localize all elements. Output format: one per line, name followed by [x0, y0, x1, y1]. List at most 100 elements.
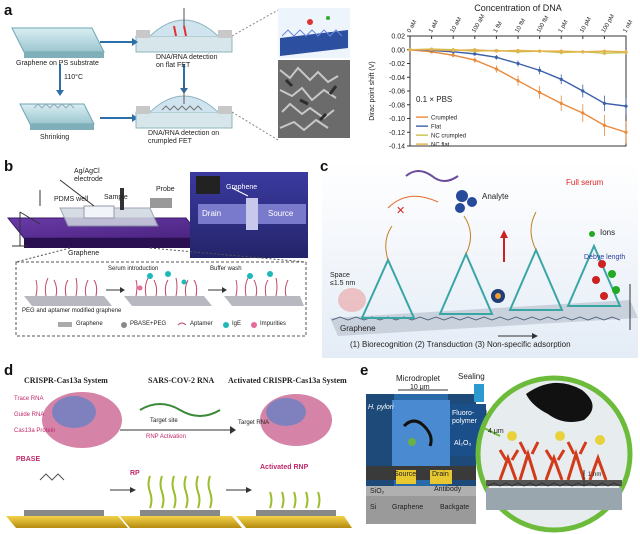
data-point — [451, 53, 455, 57]
buffer-wash-label: Buffer wash — [210, 266, 242, 272]
cas13a-label: Cas13a Protein — [14, 428, 56, 434]
x-tick-label: 1 aM — [428, 19, 440, 34]
data-point — [494, 49, 498, 53]
serum-intro-label: Serum introduction — [108, 266, 159, 272]
data-point — [538, 90, 542, 94]
panel-c-caption: (1) Biorecognition (2) Transduction (3) … — [350, 340, 571, 349]
data-point — [451, 48, 455, 53]
microdroplet-label: Microdroplet — [396, 374, 441, 383]
panel-e-label: e — [360, 362, 369, 379]
sample-label: Sample — [104, 194, 128, 201]
y-tick-label: -0.06 — [389, 89, 405, 96]
panel-d-scene — [6, 392, 352, 528]
sealing-label: Sealing — [458, 372, 485, 381]
shrinking-label: Shrinking — [40, 134, 70, 141]
y-tick-label: -0.02 — [389, 61, 405, 68]
si-label: Si — [370, 504, 377, 511]
data-point — [559, 101, 563, 105]
data-point — [494, 55, 498, 59]
rp-label: RP — [130, 470, 140, 477]
pbs-annotation: 0.1 × PBS — [416, 95, 452, 104]
shrunk-slide — [19, 103, 95, 130]
source-label: Source — [268, 209, 294, 218]
graphene-ps-caption: Graphene on PS substrate — [16, 60, 99, 67]
x-tick-label: 100 pM — [601, 14, 616, 34]
x-tick-label: 1 fM — [493, 21, 504, 34]
al2o3-label: Al₂O₃ — [454, 440, 472, 447]
source-e-label: Source — [394, 471, 417, 478]
crumpled-fet-device — [135, 84, 233, 129]
panel-c-label: c — [320, 158, 329, 175]
fluoro-label: Fluoro- polymer — [452, 410, 477, 425]
backgate-label: Backgate — [440, 504, 470, 511]
functionalized-surfaces — [24, 271, 304, 306]
data-point — [538, 68, 542, 72]
legend-label: NC crumpled — [431, 134, 466, 140]
graphene-e-label: Graphene — [392, 504, 424, 511]
temperature-label: 110°C — [64, 74, 84, 81]
data-point — [516, 48, 520, 53]
data-point — [624, 130, 628, 134]
flat-fet-device — [135, 8, 233, 53]
chart-title: Concentration of DNA — [474, 3, 562, 13]
legend-label: Flat — [431, 125, 441, 131]
x-tick-label: 0 aM — [407, 19, 419, 34]
y-tick-label: -0.04 — [389, 75, 405, 82]
activated-title: Activated CRISPR-Cas13a System — [228, 376, 347, 385]
panel-d-label: d — [4, 362, 14, 379]
x-tick-label: 100 aM — [471, 14, 486, 34]
y-tick-label: -0.10 — [389, 116, 405, 123]
flat-detection-label: DNA/RNA detection on flat FET — [156, 54, 218, 69]
data-point — [602, 123, 606, 127]
space-label: Space ≤1.5 nm — [330, 272, 356, 287]
data-point — [602, 49, 606, 53]
data-point — [581, 111, 585, 115]
sars-title: SARS-COV-2 RNA — [148, 376, 215, 385]
data-point — [473, 52, 477, 56]
drain-label: Drain — [202, 209, 222, 218]
data-point — [624, 50, 628, 54]
rnp-activation-label: RNP Activation — [146, 434, 186, 440]
zoom-box — [15, 261, 307, 337]
analyte-label: Analyte — [482, 192, 509, 201]
x-tick-label: 10 pM — [579, 17, 593, 34]
pylori-label: H. pylori — [368, 404, 394, 411]
width-label: 10 μm — [410, 384, 430, 391]
crumpled-detection-label: DNA/RNA detection on crumpled FET — [148, 130, 220, 145]
ions-label: Ions — [600, 228, 616, 237]
guide-rna-label: Guide RNA — [14, 412, 45, 418]
drain-e-label: Drain — [432, 471, 449, 478]
x-tick-label: 1 nM — [623, 19, 635, 34]
data-point — [624, 104, 628, 108]
legend-pbase: PBASE+PEG — [130, 321, 167, 327]
panel-e-scene — [366, 375, 633, 533]
4um-label: 4 μm — [488, 428, 504, 435]
data-point — [408, 48, 412, 52]
antibody-label: Antibody — [434, 486, 462, 493]
y-tick-label: 0.00 — [391, 47, 405, 54]
data-point — [581, 50, 585, 54]
sem-image — [278, 60, 350, 138]
data-point — [559, 49, 563, 53]
1nm-label: 1 nm — [588, 472, 602, 478]
pdms-label: PDMS well — [54, 196, 89, 203]
graphene-ps-slide — [11, 27, 105, 58]
probe-label: Probe — [156, 186, 175, 193]
panel-c-scene: ✕ — [322, 162, 638, 358]
panel-b-label: b — [4, 158, 14, 175]
legend-aptamer: Aptamer — [190, 321, 213, 327]
y-tick-label: -0.14 — [389, 144, 405, 151]
sio2-label: SiO₂ — [370, 488, 385, 495]
x-tick-label: 100 fM — [536, 15, 550, 34]
graphene-b-label: Graphene — [68, 250, 100, 257]
svg-text:✕: ✕ — [396, 205, 405, 217]
legend-graphene: Graphene — [76, 321, 103, 327]
graphene-c-label: Graphene — [340, 324, 376, 333]
y-tick-label: -0.12 — [389, 130, 405, 137]
x-tick-label: 1 pM — [558, 19, 570, 34]
full-serum-label: Full serum — [566, 178, 604, 187]
y-tick-label: 0.02 — [391, 34, 405, 41]
agagcl-label: Ag/AgCl electrode — [74, 168, 103, 183]
